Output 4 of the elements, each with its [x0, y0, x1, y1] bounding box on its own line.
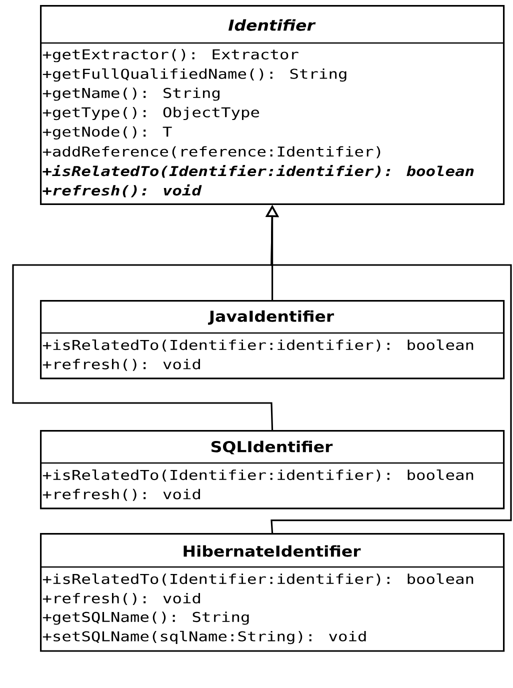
class-box: HibernateIdentifier +isRelatedTo(Identifier:identifier): boolean +refresh(): void +getSQLName(): String +setSQLName(sqlName:String): void: [40, 533, 505, 652]
class-box: Identifier +getExtractor(): Extractor +getFullQualifiedName(): String +getName(): String +getType(): ObjectType +getNode(): T +addReference(reference:Identifier) +isRelatedTo(Identifier:identifier): boolean +refresh(): void: [40, 5, 505, 205]
class-box: SQLIdentifier +isRelatedTo(Identifier:identifier): boolean +refresh(): void: [40, 430, 505, 510]
class-box: JavaIdentifier +isRelatedTo(Identifier:identifier): boolean +refresh(): void: [40, 300, 505, 380]
